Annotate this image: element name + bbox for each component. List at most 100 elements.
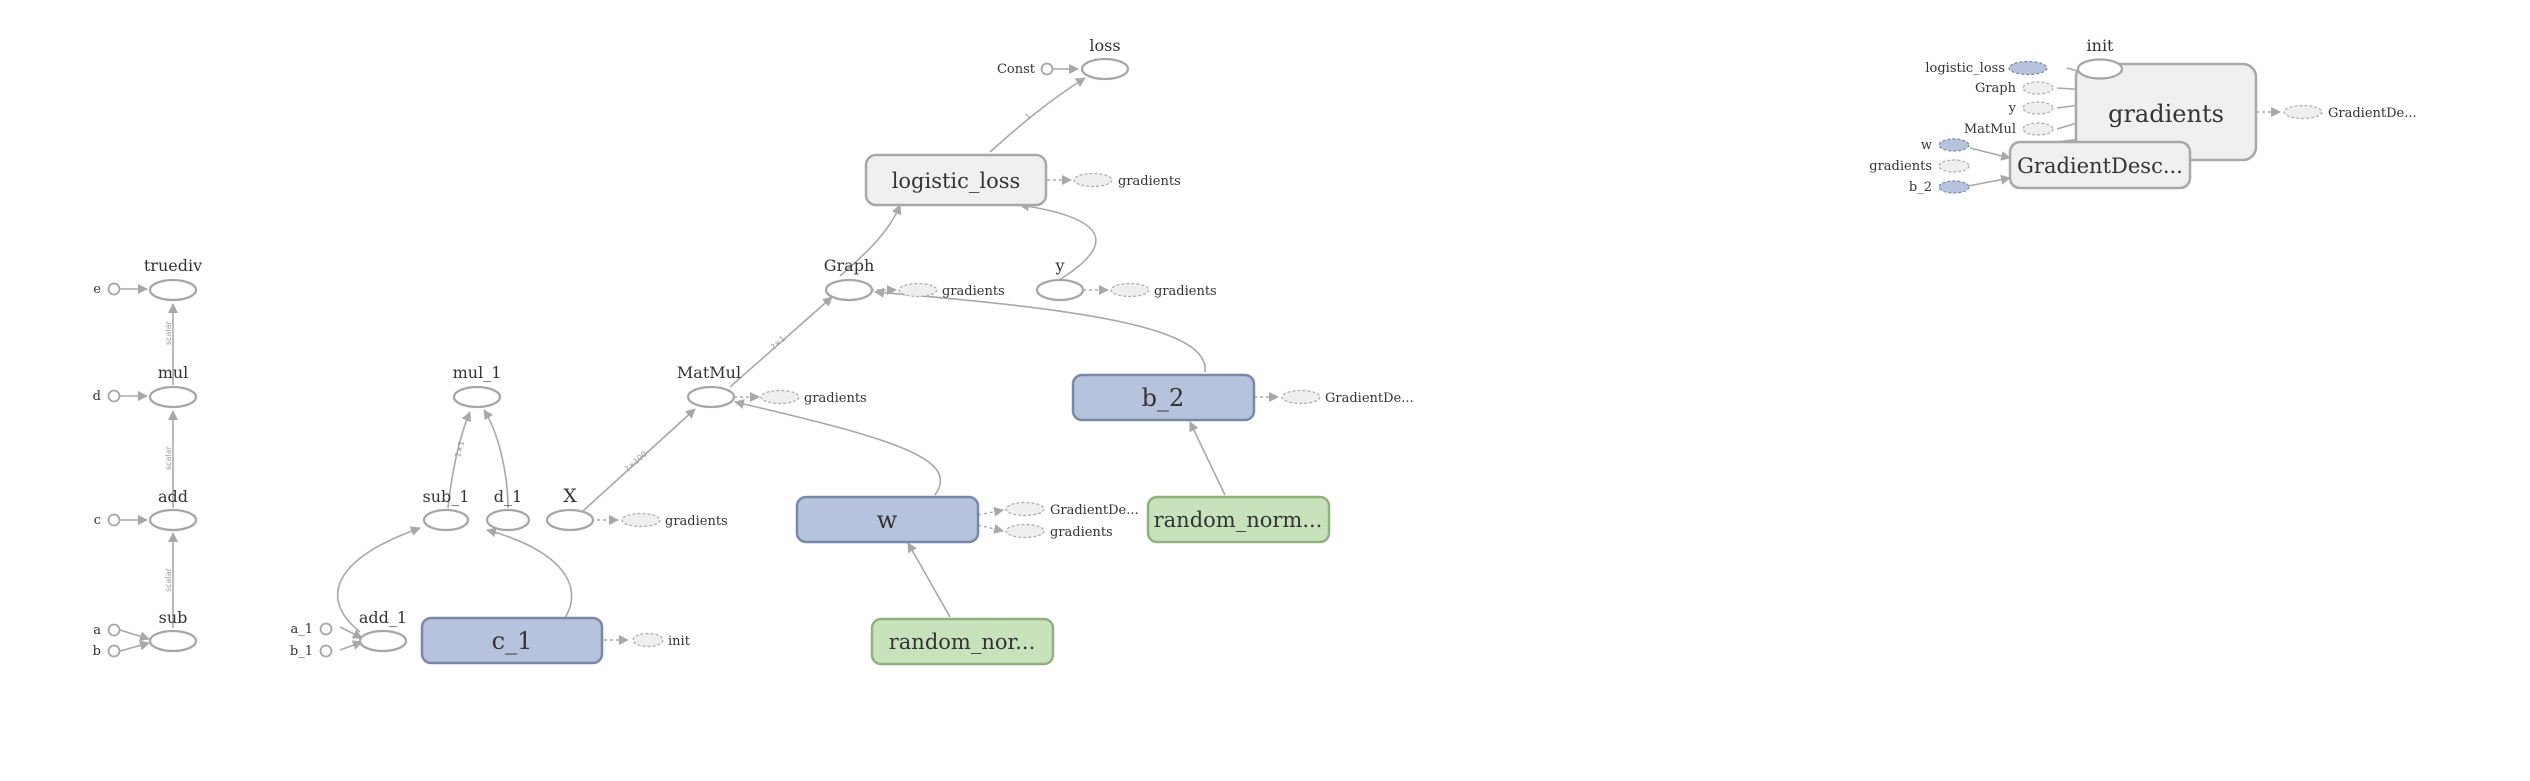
node-label-random-norm: random_norm... <box>1154 508 1323 532</box>
edge-label-mm: ?×100 <box>623 449 649 473</box>
op-node-d-1[interactable] <box>485 508 531 532</box>
op-node-loss[interactable] <box>1080 57 1130 81</box>
namespace-node-logistic-loss[interactable] <box>864 153 1048 207</box>
cluster-mul1: 1×1 mul_1 sub_1 d_1 add_1 a_1 b_1 c_1 in… <box>290 363 691 665</box>
aux-input-label: logistic_loss <box>1925 61 2005 76</box>
edge-label-scalar: scalar <box>164 567 173 592</box>
edge-a-sub <box>119 629 150 642</box>
aux-input-label: MatMul <box>1964 122 2016 137</box>
op-node-X[interactable] <box>545 508 595 532</box>
random-normal-node-w[interactable] <box>870 617 1055 666</box>
aux-input-b2[interactable] <box>1938 180 1970 194</box>
aux-input-y[interactable] <box>2022 101 2054 115</box>
node-label-MatMul: MatMul <box>677 363 741 382</box>
node-label-add-1: add_1 <box>359 608 407 627</box>
ref-label-Graph-gradients: gradients <box>942 284 1005 299</box>
edge-c1-sub1 <box>486 527 573 619</box>
input-node-a-1[interactable] <box>319 622 333 636</box>
edge-w-ref2 <box>977 524 1004 534</box>
aux-input-w[interactable] <box>1938 138 1970 152</box>
edge-w-MatMul <box>734 399 942 496</box>
ref-node-MatMul-gradients[interactable] <box>760 389 800 405</box>
node-label-d-1: d_1 <box>494 487 522 506</box>
variable-node-b-2[interactable] <box>1071 373 1256 422</box>
ref-label-X-gradients: gradients <box>665 514 728 529</box>
cluster-model: ?×100 ?×1 1 X gradients MatMul gradients <box>545 36 1414 666</box>
aux-graph: gradients init GradientDesc... GradientD… <box>1869 36 2416 195</box>
variable-node-c-1[interactable] <box>420 616 604 665</box>
edge-w-ref1 <box>977 506 1004 517</box>
aux-input-graph[interactable] <box>2022 81 2054 95</box>
op-node-add-1[interactable] <box>358 629 408 653</box>
ref-node-b2-gradientdescent[interactable] <box>1281 389 1321 405</box>
ref-node-y-gradients[interactable] <box>1110 282 1150 298</box>
node-label-sub: sub <box>159 608 188 627</box>
op-node-mul[interactable] <box>148 385 198 409</box>
edge-randnor-w <box>907 542 951 618</box>
node-label-truediv: truediv <box>144 256 202 275</box>
node-label-const: Const <box>997 62 1036 77</box>
ref-node-init[interactable] <box>632 632 664 648</box>
node-label-mul-1: mul_1 <box>453 363 502 382</box>
op-node-sub[interactable] <box>148 629 198 653</box>
ref-label-w-gradientdescent: GradientDe... <box>1050 503 1139 518</box>
input-node-b-1[interactable] <box>319 644 333 658</box>
input-node-c[interactable] <box>107 513 121 527</box>
op-node-sub-1[interactable] <box>422 508 470 532</box>
namespace-node-gradient-descent[interactable] <box>2008 140 2192 190</box>
node-label-logistic-loss: logistic_loss <box>892 169 1021 193</box>
aux-input-gradients[interactable] <box>1938 159 1970 173</box>
edge-aux-b2-desc <box>1967 174 2011 187</box>
op-node-mul-1[interactable] <box>452 385 502 409</box>
ref-label-MatMul-gradients: gradients <box>804 391 867 406</box>
edge-label-1x1: 1×1 <box>453 440 466 459</box>
edge-label-scalar: scalar <box>164 320 173 345</box>
ref-node-Graph-gradients[interactable] <box>898 282 938 298</box>
op-node-truediv[interactable] <box>148 278 198 302</box>
node-label-sub-1: sub_1 <box>423 487 470 506</box>
edge-logistic-loss <box>989 77 1086 153</box>
node-label-loss: loss <box>1089 36 1120 55</box>
input-node-d[interactable] <box>107 389 121 403</box>
ref-node-X-gradients[interactable] <box>621 512 661 528</box>
op-node-Graph[interactable] <box>824 278 874 302</box>
ref-label-logistic-gradients: gradients <box>1118 174 1181 189</box>
edge-label-vec: ?×1 <box>769 334 787 351</box>
node-label-a-1: a_1 <box>290 622 313 637</box>
edge-label-scalar: scalar <box>164 445 173 470</box>
edge-sub1-mul1 <box>447 411 471 509</box>
ref-node-w-gradients[interactable] <box>1005 523 1045 539</box>
ref-node-w-gradientdescent[interactable] <box>1005 501 1045 517</box>
node-label-init: init <box>2087 36 2115 55</box>
edge-aux-w-desc <box>1969 147 2011 161</box>
const-node[interactable] <box>1040 62 1054 76</box>
input-node-a[interactable] <box>107 623 121 637</box>
chain-group: scalar scalar scalar truediv mul add sub… <box>93 256 202 659</box>
aux-input-logistic-loss[interactable] <box>2008 60 2048 76</box>
node-label-random-nor: random_nor... <box>889 630 1036 654</box>
op-node-add[interactable] <box>148 508 198 532</box>
edge-randnorm-b2 <box>1189 421 1226 496</box>
op-node-y[interactable] <box>1035 278 1085 302</box>
input-node-e[interactable] <box>107 282 121 296</box>
aux-input-label: w <box>1921 138 1932 153</box>
node-label-b: b <box>93 644 101 659</box>
ref-label-w-gradients: gradients <box>1050 525 1113 540</box>
input-node-b[interactable] <box>107 644 121 658</box>
aux-input-label: y <box>2008 101 2017 116</box>
op-node-MatMul[interactable] <box>686 385 736 409</box>
aux-input-label: gradients <box>1869 159 1932 174</box>
edge-y-logistic <box>1019 201 1097 284</box>
node-label-d: d <box>93 389 101 404</box>
node-label-y: y <box>1054 256 1064 275</box>
aux-input-matmul[interactable] <box>2022 122 2054 136</box>
variable-node-w[interactable] <box>795 495 980 544</box>
op-node-init[interactable] <box>2076 58 2124 80</box>
random-normal-node-b2[interactable] <box>1146 495 1331 544</box>
ref-node-aux-out[interactable] <box>2283 104 2323 120</box>
edge-a1-add1 <box>339 626 363 639</box>
ref-node-logistic-gradients[interactable] <box>1073 172 1113 188</box>
node-label-Graph: Graph <box>824 256 875 275</box>
edge-d1-mul1 <box>483 409 509 509</box>
